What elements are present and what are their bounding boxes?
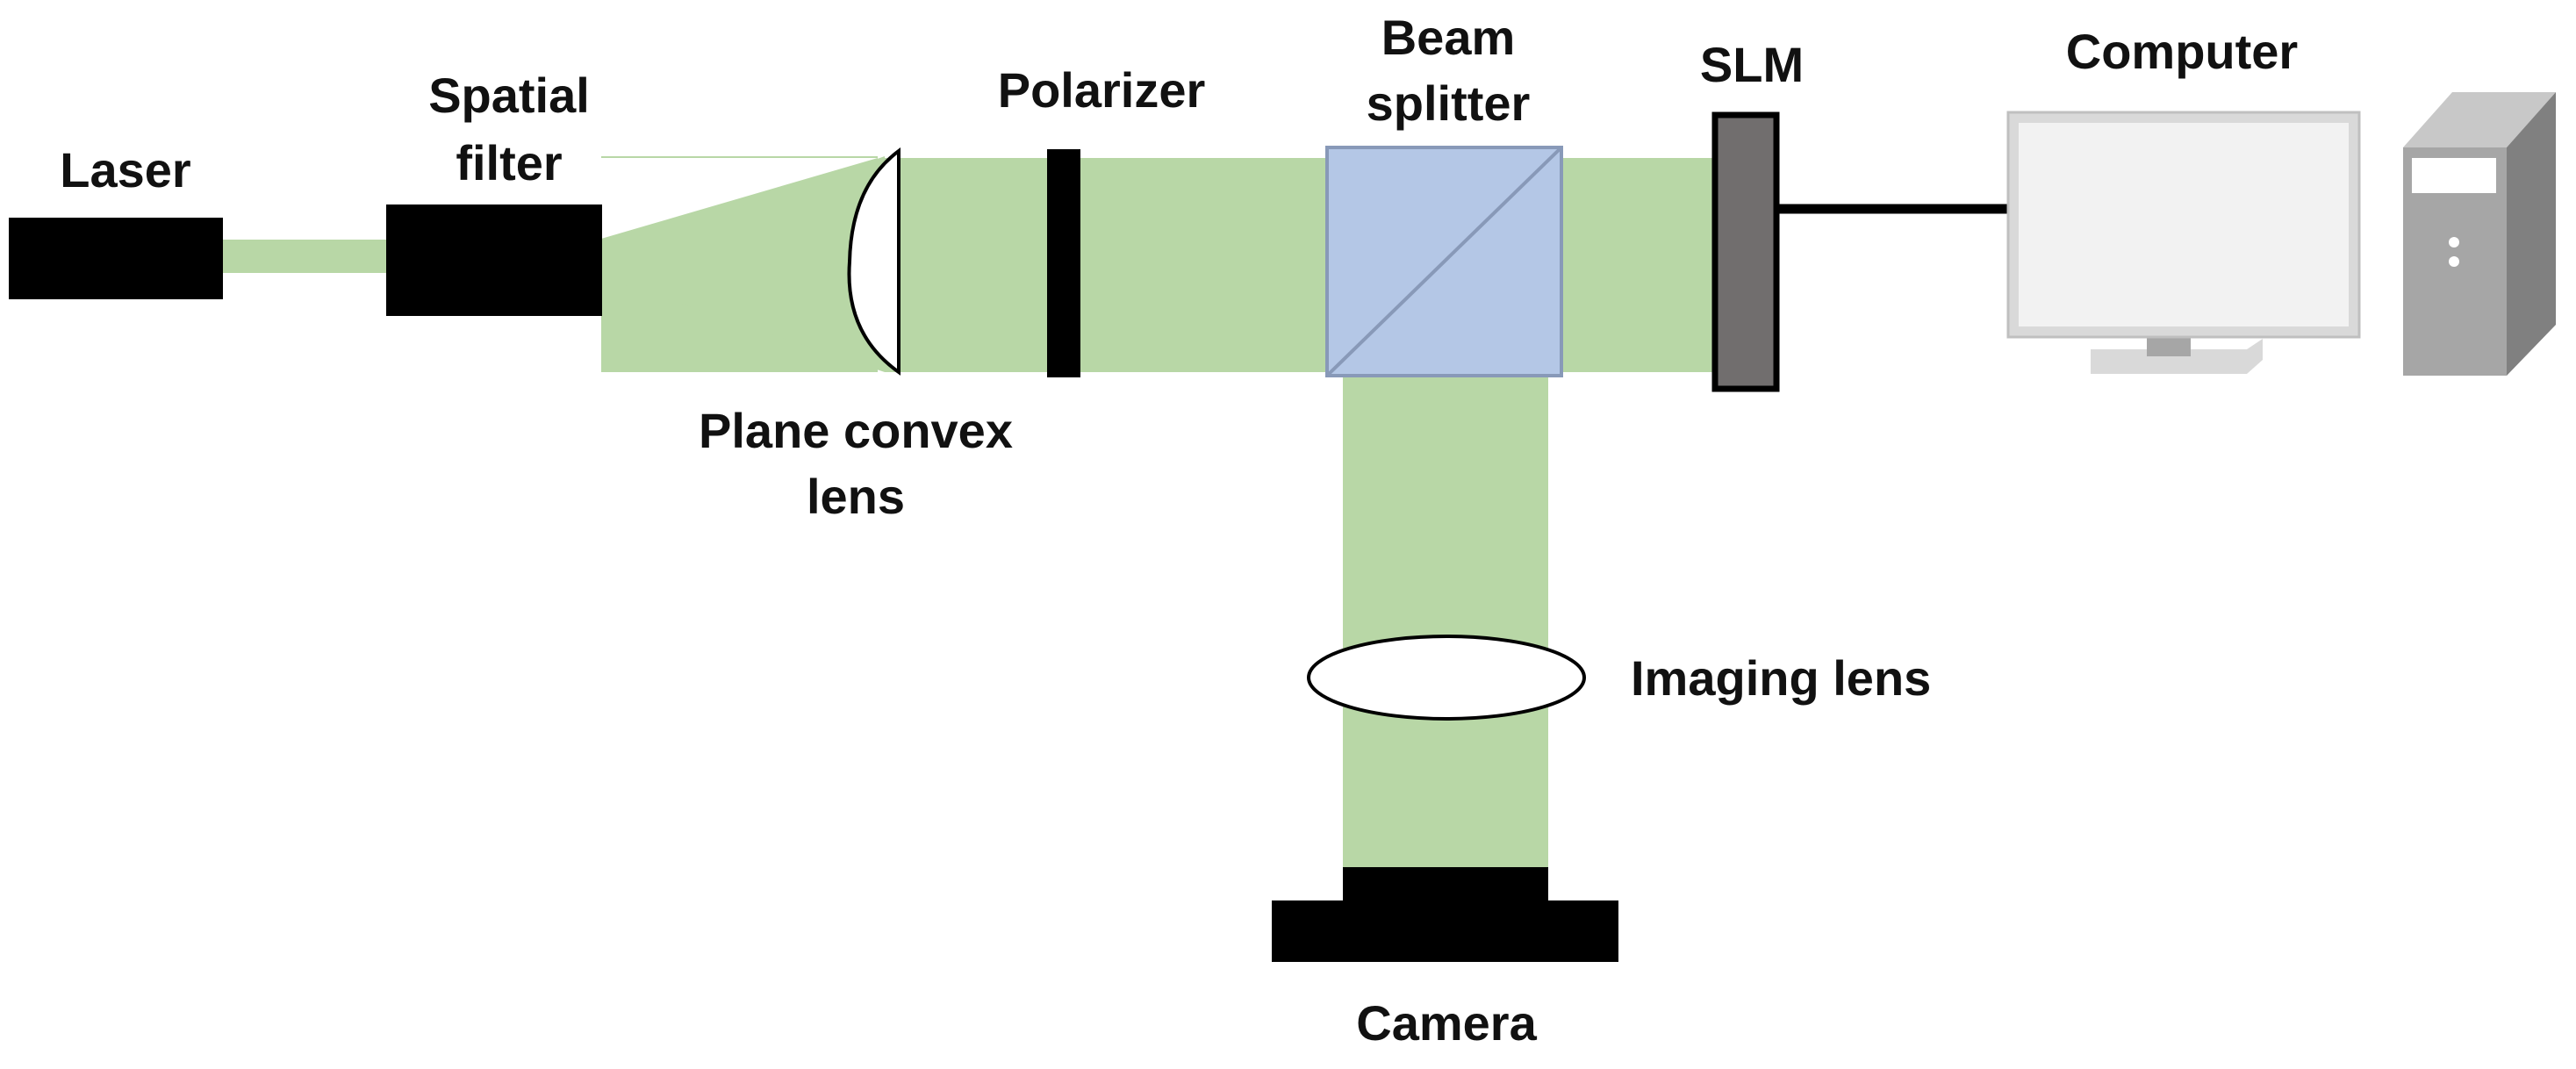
laser-body — [9, 218, 223, 299]
spatial-filter-label: filter — [456, 135, 562, 190]
beam-splitter-label: splitter — [1367, 75, 1531, 131]
tower-top — [2403, 92, 2556, 147]
laser-beam-segment — [219, 240, 391, 273]
plane-convex-lens-label: lens — [807, 469, 905, 524]
plane-convex-lens-label: Plane convex — [699, 403, 1013, 458]
monitor-screen — [2019, 123, 2349, 326]
camera-beam — [1343, 372, 1548, 872]
polarizer-label: Polarizer — [998, 62, 1206, 118]
computer-monitor — [2006, 111, 2361, 374]
tower-drive-bay — [2412, 158, 2496, 193]
polarizer-plate — [1047, 149, 1080, 377]
slm-panel — [1711, 111, 1780, 392]
tower-side — [2507, 92, 2556, 376]
camera — [1272, 867, 1618, 962]
diverging-beam — [601, 156, 885, 372]
imaging-lens-label: Imaging lens — [1631, 650, 1931, 706]
spatial-filter-body — [386, 204, 602, 316]
computer-tower — [2403, 92, 2556, 376]
light-beam — [219, 156, 1719, 872]
computer-label: Computer — [2066, 24, 2298, 79]
beam-splitter-diagonal — [1325, 146, 1563, 377]
camera-label: Camera — [1356, 995, 1537, 1051]
spatial-filter-label: Spatial — [428, 68, 590, 123]
slm-label: SLM — [1700, 37, 1804, 92]
beam-splitter-label: Beam — [1381, 10, 1516, 65]
tower-indicator-light — [2449, 256, 2459, 267]
camera-body — [1272, 900, 1618, 962]
laser-label: Laser — [60, 142, 190, 197]
imaging-lens — [1307, 635, 1586, 721]
collimated-beam — [885, 158, 1719, 372]
plane-convex-lens — [847, 147, 901, 376]
camera-sensor-top — [1343, 867, 1548, 902]
tower-indicator-light — [2449, 237, 2459, 248]
beam-splitter — [1325, 146, 1563, 377]
